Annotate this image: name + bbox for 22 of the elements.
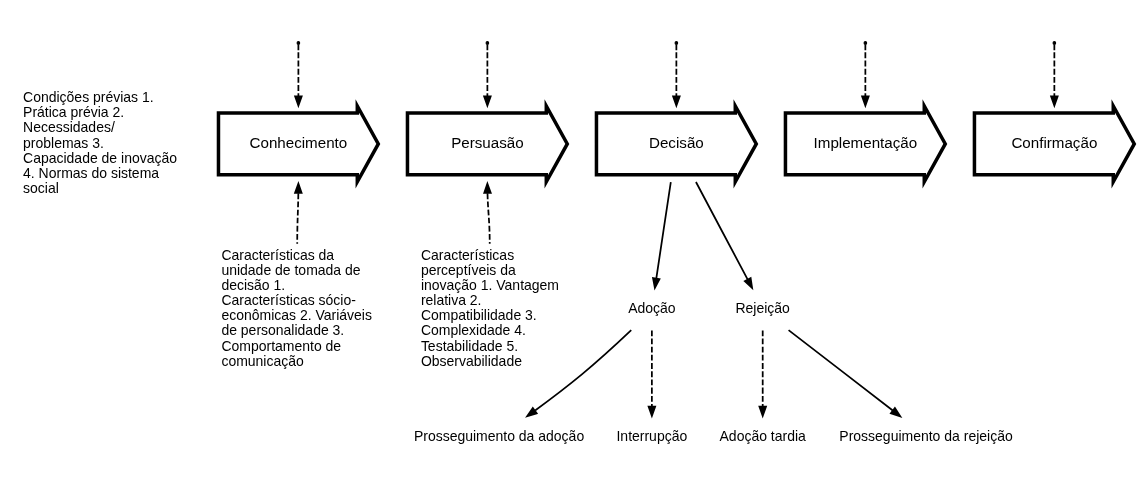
- arrow: [671, 43, 681, 109]
- arrow: [860, 43, 870, 109]
- arrow: [695, 181, 754, 291]
- arrow: [647, 329, 657, 419]
- node-text: Adoção tardia: [719, 427, 806, 444]
- node-label: Condições prévias 1. Prática prévia 2. Necessidades/ problemas 3. Capacidade de inovação 4. Normas do sistema social: [23, 89, 178, 197]
- arrow: [293, 43, 303, 109]
- arrow: [293, 180, 303, 245]
- node-text: Prosseguimento da adoção: [413, 427, 585, 444]
- arrow: [758, 329, 768, 419]
- node-text: Adoção: [628, 299, 676, 316]
- node-text: Interrupção: [616, 427, 688, 444]
- arrow: [483, 180, 492, 245]
- arrow: [482, 43, 492, 109]
- node-text: Rejeição: [735, 299, 790, 316]
- arrow: [1049, 43, 1059, 109]
- arrow: [787, 329, 903, 418]
- node-text: Características perceptíveis da inovação 1. Vantagem relativa 2. Compatibilidade 3. Complexidade 4. Testabilidade 5. Observabilidade: [420, 246, 560, 369]
- node-text: Prosseguimento da rejeição: [839, 427, 1013, 444]
- arrow: [651, 181, 672, 291]
- node-text: Características da unidade de tomada de decisão 1. Características sócio-econômicas 2. Variáveis de personalidade 3. Comportamento de comunicação: [221, 246, 372, 369]
- arrow: [525, 329, 633, 418]
